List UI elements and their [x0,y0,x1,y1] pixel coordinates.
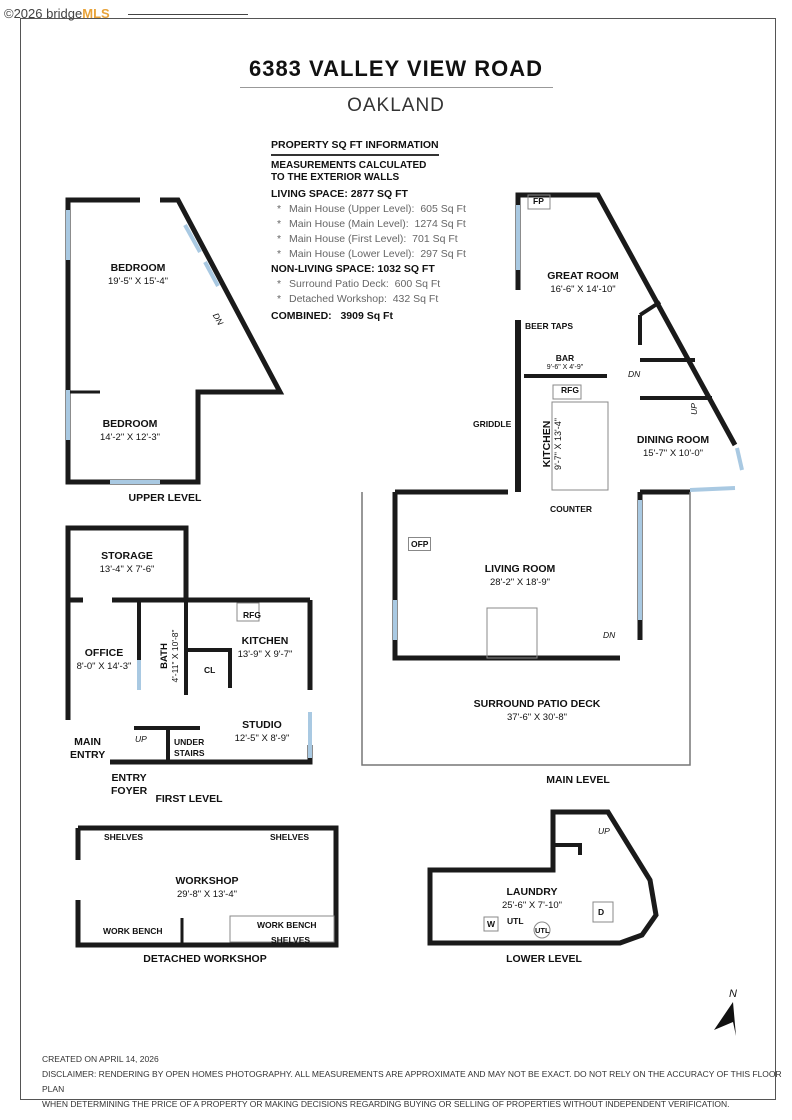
lower-level-wall [553,843,582,855]
watermark-logo: ©2026 bridgeMLS [4,6,110,21]
outdoor-fireplace-label: OFP [408,537,432,551]
sqft-info-panel: PROPERTY SQ FT INFORMATION MEASUREMENTS … [271,138,466,324]
shelves-label: SHELVES [104,832,144,842]
counter-label: COUNTER [550,504,593,514]
patio-deck-outline [361,492,691,766]
window [203,261,220,287]
stairs-up-label: UP [688,403,699,415]
refrigerator-label: RFG [561,385,579,395]
nonliving-item: *Detached Workshop: 432 Sq Ft [277,293,439,305]
dryer-box [592,901,614,923]
sqft-note-2: TO THE EXTERIOR WALLS [271,172,400,183]
utility-label: UTL [535,926,550,935]
nonliving-heading: NON-LIVING SPACE: 1032 SQ FT [271,263,435,275]
living-item: *Main House (Lower Level): 297 Sq Ft [277,248,466,260]
living-room-walls [392,492,620,661]
created-date: CREATED ON APRIL 14, 2026 [42,1054,159,1064]
staircase [486,607,538,659]
watermark-brand: MLS [82,6,110,21]
sqft-note-1: MEASUREMENTS CALCULATED [271,160,427,171]
closet-label: CL [204,665,216,675]
workshop-walls [75,825,339,948]
fireplace-box [527,194,551,210]
stairs-up-label: UP [135,734,147,744]
utility-label: UTL [507,916,524,926]
disclaimer-line-2: WHEN DETERMINING THE PRICE OF A PROPERTY… [42,1099,730,1109]
utility-sink [533,921,551,939]
lower-level-label: LOWER LEVEL [506,953,582,965]
shelves-label: SHELVES [271,935,311,945]
window [183,224,202,253]
window [689,486,736,492]
washer-label: W [487,919,496,929]
workbench-box [229,915,335,943]
nonliving-item: *Surround Patio Deck: 600 Sq Ft [277,278,441,290]
fireplace-label: FP [533,196,544,206]
stairs-down-label: DN [603,630,616,640]
refrigerator-box [552,384,582,400]
living-item: *Main House (Main Level): 1274 Sq Ft [277,218,466,230]
disclaimer-line-1: DISCLAIMER: RENDERING BY OPEN HOMES PHOT… [42,1069,782,1094]
watermark-copyright: ©2026 bridge [4,6,83,21]
beer-taps-label: BEER TAPS [525,321,574,331]
first-level-label: FIRST LEVEL [155,793,223,805]
dryer-label: D [598,907,605,917]
title-divider [240,87,553,88]
watermark-rule [128,14,248,15]
page-subtitle-city: OAKLAND [347,95,445,116]
living-heading: LIVING SPACE: 2877 SQ FT [271,188,408,200]
washer-box [483,916,499,932]
work-bench-label: WORK BENCH [257,920,317,930]
refrigerator-label-first: RFG [243,610,261,620]
kitchen-island [551,401,609,491]
footer: CREATED ON APRIL 14, 2026 DISCLAIMER: RE… [42,1052,792,1112]
shelves-label: SHELVES [270,832,310,842]
first-level-walls [65,525,189,720]
living-item: *Main House (Upper Level): 605 Sq Ft [277,203,466,215]
stairs-down-label: DN [628,369,641,379]
page-frame [20,18,776,1100]
window [735,447,744,471]
first-level-bottom-walls [110,745,313,765]
main-level-label: MAIN LEVEL [546,774,610,786]
compass-north-label: N [729,988,737,1000]
living-item: *Main House (First Level): 701 Sq Ft [277,233,458,245]
north-arrow-icon [714,1002,736,1036]
upper-level-label: UPPER LEVEL [128,492,202,504]
refrigerator-box-first [236,602,260,622]
detached-workshop-label: DETACHED WORKSHOP [143,953,267,965]
griddle-label: GRIDDLE [473,419,512,429]
work-bench-label: WORK BENCH [103,926,163,936]
page-title: 6383 VALLEY VIEW ROAD [248,56,544,81]
stair-wall [638,300,662,317]
sqft-heading: PROPERTY SQ FT INFORMATION [271,138,439,156]
combined-total: COMBINED: 3909 Sq Ft [271,310,393,322]
closet-walls [188,648,232,688]
stairs-up-label: UP [598,826,610,836]
lower-level-walls [427,809,659,946]
